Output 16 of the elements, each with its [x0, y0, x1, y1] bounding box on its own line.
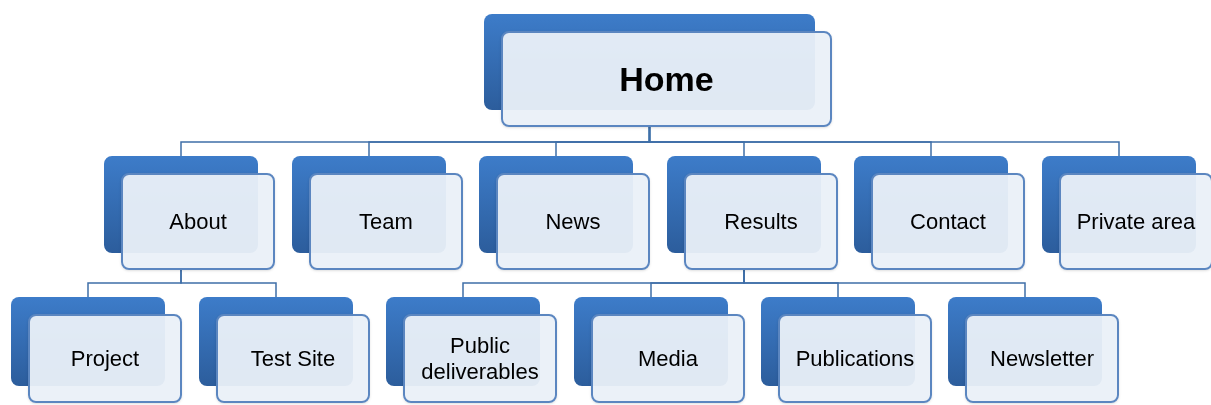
- connector-line: [648, 126, 1120, 157]
- connector-line: [743, 269, 1026, 298]
- page-label: Contact: [910, 208, 986, 235]
- page-label: News: [545, 208, 601, 235]
- page-label: About: [169, 208, 227, 235]
- page-label: Media: [638, 345, 698, 372]
- page-label: Project: [70, 345, 140, 372]
- page-label: Public deliverables: [420, 333, 540, 384]
- page-label: Publications: [795, 345, 915, 372]
- page-label: Home: [619, 58, 714, 100]
- connector-line: [180, 269, 277, 298]
- page-label: Team: [359, 208, 413, 235]
- page-label: Results: [724, 208, 798, 235]
- page-label: Private area: [1076, 208, 1196, 235]
- page-label: Test Site: [250, 345, 336, 372]
- page-label: Newsletter: [990, 345, 1094, 372]
